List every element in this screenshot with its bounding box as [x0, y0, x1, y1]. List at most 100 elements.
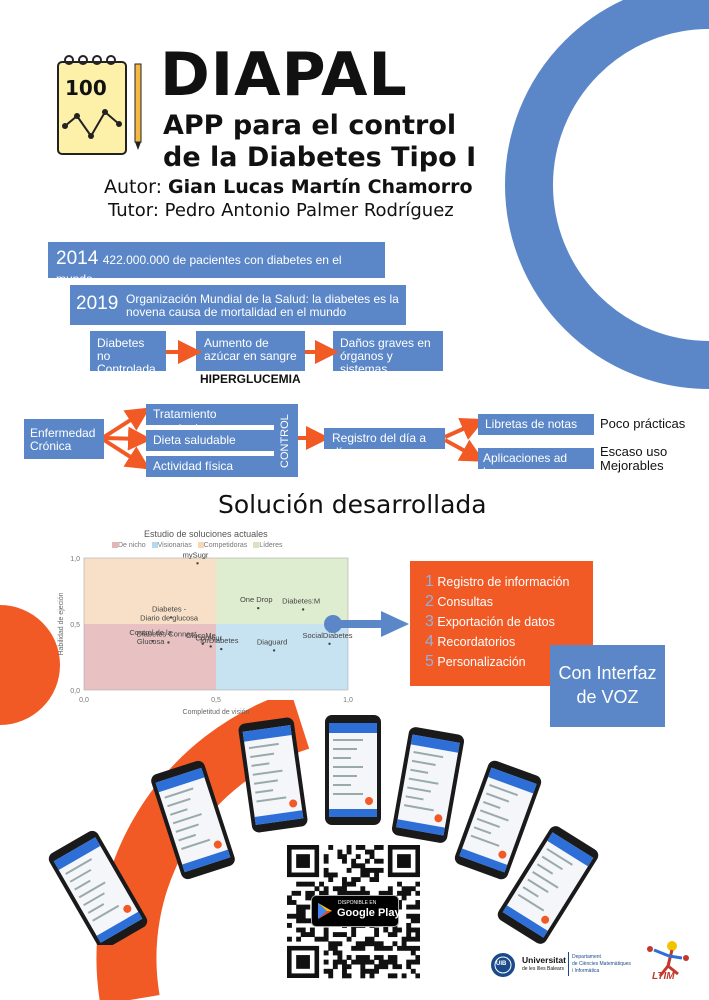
feature-label: Registro de información — [437, 575, 570, 589]
subtitle-line2: de la Diabetes Tipo I — [163, 142, 477, 173]
data-point — [301, 608, 305, 611]
phone-mockup — [238, 717, 308, 833]
control-box: CONTROL — [274, 404, 298, 477]
tutor-name: Pedro Antonio Palmer Rodríguez — [164, 200, 454, 221]
legend-entry: Competidoras — [203, 542, 248, 549]
fact-year: 2019 — [76, 293, 119, 314]
play-store-icon — [318, 903, 332, 919]
solution-title: Solución desarrollada — [218, 490, 487, 519]
badge-small-text: DISPONIBLE EN — [338, 900, 377, 906]
legend-entry: Visionarias — [157, 542, 192, 549]
data-point — [328, 642, 331, 645]
app-title: DIAPAL — [160, 40, 408, 110]
flow1-box-line: Controlada — [97, 362, 156, 376]
author-line: Autor: Gian Lucas Martín Chamorro — [104, 176, 473, 198]
flow1-box-line: órganos y sistemas — [340, 349, 393, 376]
data-point-label: Diabetes:M — [282, 596, 320, 605]
flow1-box-line: azúcar en sangre — [204, 349, 297, 363]
quadrant-bottom-left — [84, 624, 216, 690]
orange-half-circle-decoration — [0, 605, 60, 725]
fact-2014: 2014 422.000.000 de pacientes con diabet… — [48, 242, 385, 286]
uib-name-1: Universitat — [522, 955, 566, 965]
data-point-label: Diaguard — [257, 637, 287, 646]
dept-2: de Ciències Matemàtiques — [572, 961, 631, 967]
data-point-label: Contour — [195, 633, 222, 642]
flow1-box-line: Daños graves en — [340, 336, 431, 350]
author-name: Gian Lucas Martín Chamorro — [168, 176, 473, 198]
chronic-line: Crónica — [30, 439, 72, 453]
note-impractical: Poco prácticas — [600, 416, 686, 431]
x-axis-label: Completitud de visión — [183, 709, 250, 716]
control-label: CONTROL — [279, 414, 291, 468]
feature-row: 1 Registro de información — [425, 573, 569, 591]
divider — [568, 952, 569, 976]
feature-num: 2 — [425, 593, 434, 610]
badge-big-text: Google Play — [337, 907, 401, 919]
data-point — [257, 606, 260, 610]
data-point-label: SocialDiabetes — [303, 631, 353, 640]
phone-screenshots — [48, 715, 599, 945]
data-point-label: GlucoMe — [186, 631, 216, 640]
flow2-item-treatment: Tratamiento constante — [146, 404, 274, 435]
phone-mockup — [391, 727, 465, 843]
data-point — [167, 641, 170, 644]
feature-label: Exportación de datos — [437, 615, 555, 629]
flow2-item-activity: Actividad física — [146, 456, 274, 477]
data-point-label: Glucosa — [137, 637, 165, 646]
voice-line: de VOZ — [576, 687, 639, 707]
chronic-disease-box: Enfermedad Crónica — [24, 419, 104, 459]
x-tick-label: 0,5 — [211, 697, 221, 704]
uib-name-2: de les Illes Balears — [522, 966, 564, 972]
x-tick-label: 0,0 — [79, 697, 89, 704]
data-point-label: Diabetes - — [152, 604, 187, 613]
legend-swatch — [151, 542, 158, 549]
note-improvable: Mejorables — [600, 458, 664, 473]
data-point — [196, 562, 199, 565]
fact-text-line2: novena causa de mortalidad en el mundo — [126, 305, 347, 319]
uib-seal-icon — [491, 953, 515, 977]
voice-interface-box: Con Interfaz de VOZ — [550, 645, 665, 727]
phone-mockup — [497, 826, 599, 944]
y-tick-label: 0,5 — [70, 622, 80, 629]
subtitle-line1: APP para el control — [163, 110, 457, 141]
feature-num: 5 — [425, 653, 434, 670]
data-point — [220, 647, 223, 651]
feature-row: 4 Recordatorios — [425, 633, 515, 651]
chart-title: Estudio de soluciones actuales — [144, 529, 268, 539]
data-point-label: Diario de glucosa — [140, 613, 199, 622]
tutor-label: Tutor: — [108, 200, 159, 221]
ltim-text: LTIM — [652, 971, 675, 982]
legend-entry: Líderes — [259, 542, 283, 549]
y-tick-label: 1,0 — [70, 556, 80, 563]
google-play-badge[interactable]: DISPONIBLE EN Google Play — [311, 895, 401, 927]
feature-num: 3 — [425, 613, 434, 630]
feature-label: Personalización — [437, 655, 526, 669]
adhoc-apps-box: Aplicaciones ad hoc — [478, 448, 594, 479]
dept-3: i Informàtica — [572, 968, 600, 974]
data-point-label: Diabetes Connect — [137, 629, 198, 638]
data-point-label: mySugr — [183, 552, 209, 559]
phone-mockup — [325, 715, 381, 825]
data-point-label: One Drop — [240, 595, 273, 604]
voice-line: Con Interfaz — [558, 663, 657, 683]
dept-1: Departament — [572, 954, 601, 960]
data-point-label: forDiabetes — [200, 636, 239, 645]
data-point — [151, 639, 154, 643]
data-point — [169, 616, 173, 619]
flow-arrows — [102, 340, 485, 470]
phone-mockup — [454, 760, 542, 880]
feature-num: 4 — [425, 633, 434, 650]
flow1-box-uncontrolled: Diabetes no Controlada — [90, 331, 166, 376]
notepad-number: 100 — [65, 76, 107, 100]
blue-arrow — [324, 611, 409, 637]
data-point-label: Control de la — [129, 628, 172, 637]
notepad-logo: 100 — [57, 54, 142, 155]
feature-row: 2 Consultas — [425, 593, 493, 611]
feature-label: Recordatorios — [437, 635, 516, 649]
y-axis-label: Habilidad de ejeción — [58, 592, 65, 655]
feature-num: 1 — [425, 573, 434, 590]
uib-seal-text: UIB — [496, 961, 507, 967]
flow1-box-damage: Daños graves en órganos y sistemas — [333, 331, 443, 376]
fact-text-line1: Organización Mundial de la Salud: la dia… — [126, 292, 399, 306]
